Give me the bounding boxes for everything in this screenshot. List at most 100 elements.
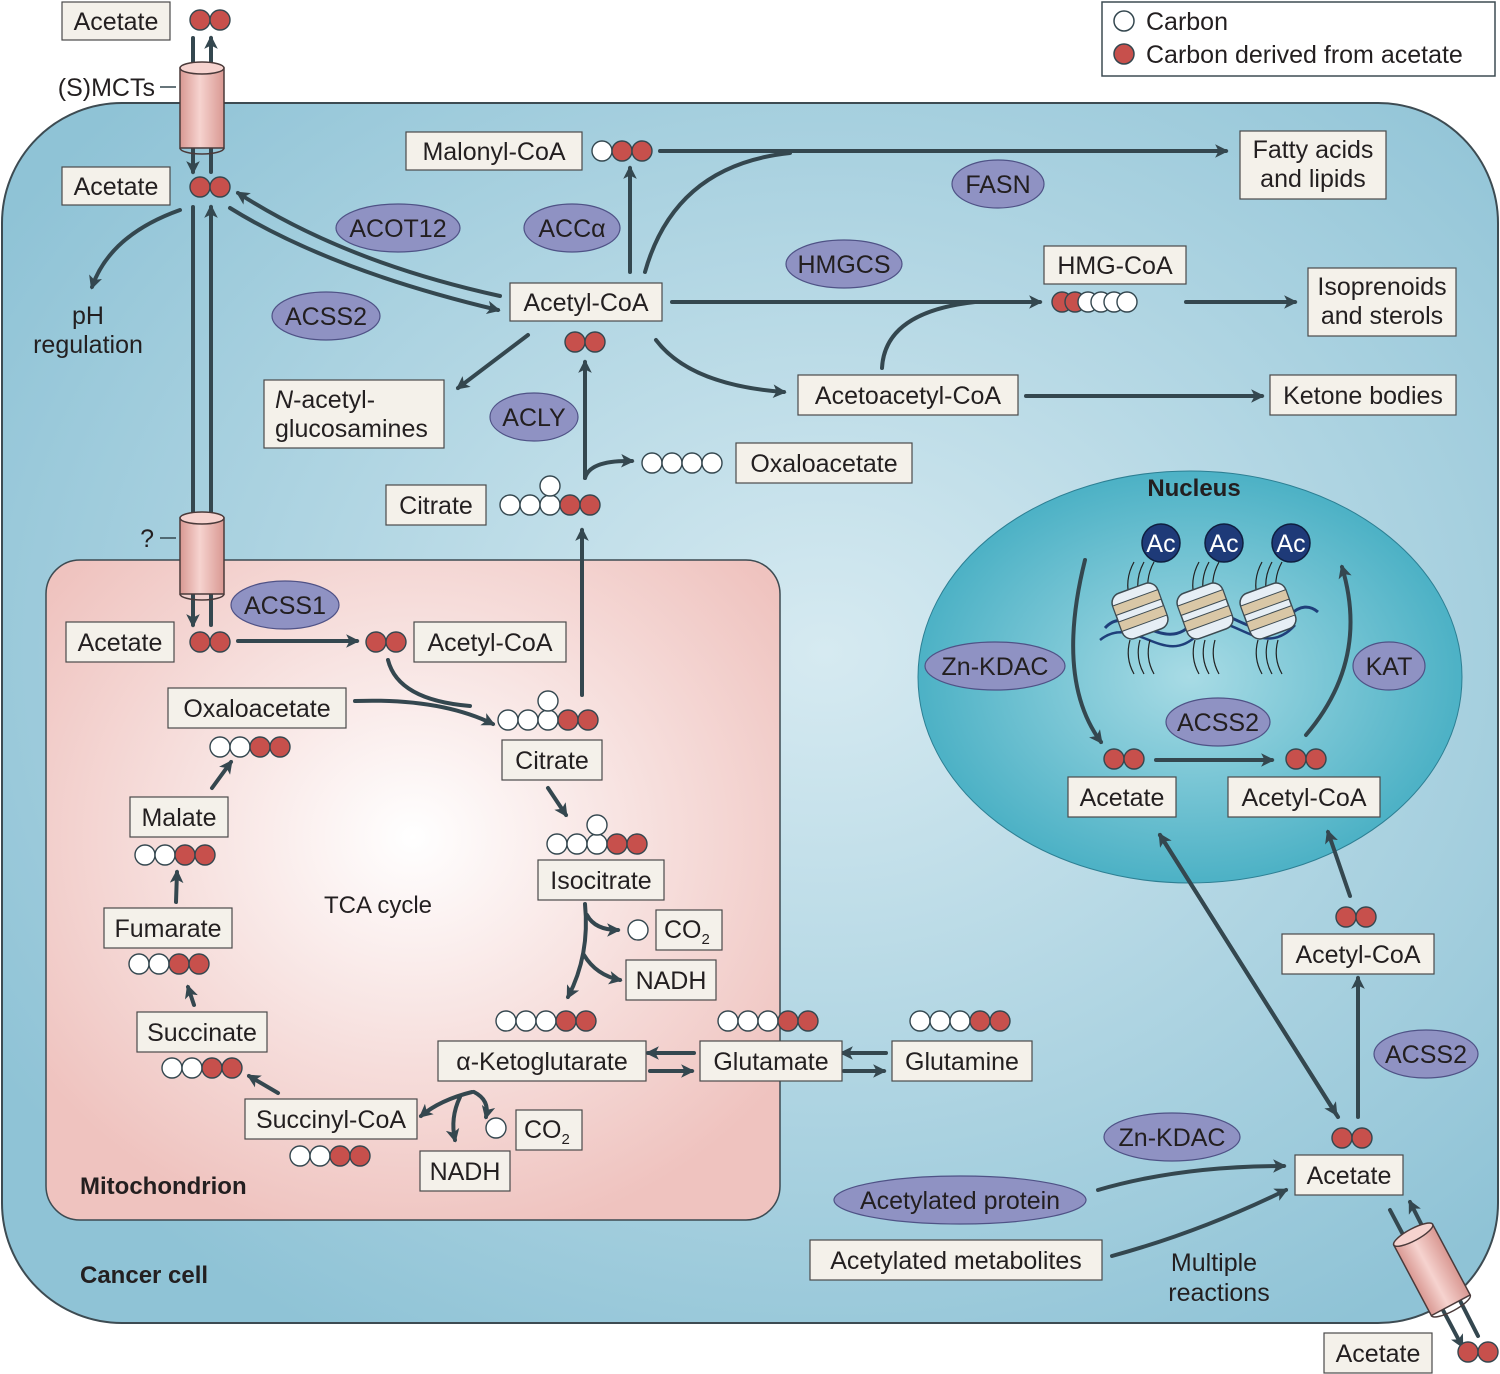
arrow-nadh-1	[582, 953, 623, 985]
acetate-carbon-atom	[777, 1010, 799, 1032]
arrow-histone-acetylation	[1304, 564, 1353, 737]
histone-tail	[1147, 639, 1155, 675]
isocitrate-carbons	[546, 833, 648, 855]
oxaloacetate-cyto-label-box	[735, 442, 913, 484]
legend-carbon-icon	[1113, 10, 1135, 32]
legend-acetate-carbon-icon	[1113, 43, 1135, 65]
arrow-acss2	[228, 206, 501, 315]
carbon-atom	[591, 140, 613, 162]
arrow-succinate-to-fumarate	[184, 984, 198, 1007]
fumarate-label-box	[103, 907, 233, 949]
arrow-acetoacetyl	[654, 338, 787, 398]
histone-tail	[1265, 639, 1273, 675]
carbon-atom	[148, 953, 170, 975]
oxaloacetate-cyto-carbons	[641, 452, 723, 474]
histone-tail	[1192, 639, 1200, 675]
acetyl-coa-right-label: Acetyl-CoA	[1295, 941, 1420, 969]
acss2-cyto-enzyme-shape	[271, 291, 381, 341]
succinate-label: Succinate	[147, 1019, 257, 1047]
acetate-carbon-atom	[1457, 1341, 1479, 1363]
acetate-carbon-atom	[1351, 1127, 1373, 1149]
acetate-mito-carbons	[189, 631, 231, 653]
acetyl-coa-nuc-label: Acetyl-CoA	[1241, 784, 1366, 812]
acetylated-metabolites-label-box	[809, 1239, 1103, 1281]
carbon-atom	[681, 452, 703, 474]
nucleosome	[1239, 561, 1297, 675]
isoprenoids-label-line-2: and sterols	[1321, 302, 1443, 330]
acetate-carbon-atom	[329, 1145, 351, 1167]
acetate-carbon-atom	[209, 9, 231, 31]
acetate-carbon-atom	[579, 494, 601, 516]
acot12-enzyme: ACOT12	[349, 215, 446, 243]
glutamate-label: Glutamate	[713, 1048, 828, 1076]
carbon-atom	[161, 1057, 183, 1079]
hmg-coa-label-box	[1043, 245, 1187, 285]
acetyl-coa-mito-carbons	[365, 631, 407, 653]
acetylated-protein-enzyme-shape	[833, 1175, 1087, 1225]
glutamate-label-box	[699, 1040, 843, 1082]
histone-tail	[1202, 639, 1210, 675]
bottom-transporter	[1392, 1222, 1472, 1318]
histone-band	[1182, 604, 1233, 633]
isocitrate-branch-carbon	[586, 814, 608, 836]
co2-2-text: CO	[524, 1116, 562, 1144]
acetyl-coa-mito-label-box	[413, 621, 567, 663]
malonyl-coa-label: Malonyl-CoA	[422, 138, 565, 166]
carbon-atom	[128, 953, 150, 975]
arrow-acetylcoa-into-nucleus	[1325, 829, 1352, 898]
histone-band	[1245, 604, 1296, 633]
arrow-metabolite-deacetylation	[1110, 1188, 1289, 1258]
acetate-carbon-atom	[188, 953, 210, 975]
acss2-nuc-enzyme: ACSS2	[1177, 709, 1259, 737]
oxaloacetate-mito-label-box	[167, 687, 347, 729]
carbon-atom	[661, 452, 683, 474]
hmg-coa-label: HMG-CoA	[1057, 252, 1173, 280]
co2-1-carbon	[627, 919, 649, 941]
acetate-carbon-atom	[209, 631, 231, 653]
arrow-to-oxaloacetate-cyto	[583, 453, 635, 480]
acetate-carbon-atom	[1123, 748, 1145, 770]
kat-enzyme-shape	[1352, 641, 1426, 691]
acetate-carbon-atom	[174, 844, 196, 866]
arrow-nucleus-to-acetate	[1158, 833, 1338, 1117]
kat-enzyme: KAT	[1366, 653, 1413, 681]
acetate-carbon-atom	[209, 176, 231, 198]
n-acetyl-italic-n: N	[275, 386, 294, 414]
acetate-carbon-atom	[189, 176, 211, 198]
malate-label: Malate	[141, 804, 216, 832]
acetate-carbon-atom	[989, 1010, 1011, 1032]
acetate-top-carbons	[189, 9, 231, 31]
acetate-carbon-atom	[168, 953, 190, 975]
a-ketoglutarate-carbons	[495, 1010, 597, 1032]
zn-kdac-nuc-enzyme: Zn-KDAC	[942, 653, 1049, 681]
glutamine-label-box	[891, 1040, 1033, 1082]
hmg-coa-carbons	[1051, 291, 1138, 313]
fasn-enzyme: FASN	[965, 171, 1030, 199]
acetate-carbon-atom	[189, 631, 211, 653]
isocitrate-label-box	[537, 859, 665, 901]
arrow-acetylcoa-to-citrate	[386, 658, 472, 708]
acetate-carbon-atom	[249, 736, 271, 758]
acetate-carbon-atom	[555, 1010, 577, 1032]
acetate-bottom-label-box	[1323, 1332, 1433, 1374]
acetoacetyl-coa-label-box	[797, 374, 1019, 416]
n-acetyl-rest: -acetyl-	[293, 386, 375, 414]
acetate-carbon-atom	[1331, 1127, 1353, 1149]
co2-2-subscript: 2	[562, 1131, 570, 1148]
succinyl-coa-label-box	[244, 1098, 418, 1140]
acetate-nuc-label: Acetate	[1080, 784, 1165, 812]
multiple-reactions-line-2: reactions	[1168, 1279, 1269, 1307]
acetate-right-carbons	[1331, 1127, 1373, 1149]
smct-transporter	[160, 61, 225, 155]
acss1-enzyme-shape	[230, 580, 340, 630]
carbon-atom	[641, 452, 663, 474]
reaction-arrows	[89, 35, 1480, 1349]
acetate-cyto-label-box	[61, 166, 171, 206]
n-acetylglucosamines-line-2: glucosamines	[275, 415, 428, 443]
citrate-cyto-label-box	[385, 484, 487, 526]
carbon-atom	[1116, 291, 1138, 313]
carbon-atom	[701, 452, 723, 474]
fasn-enzyme-shape	[951, 159, 1045, 209]
acetate-carbon-atom	[221, 1057, 243, 1079]
citrate-mito-branch-carbon	[537, 690, 559, 712]
